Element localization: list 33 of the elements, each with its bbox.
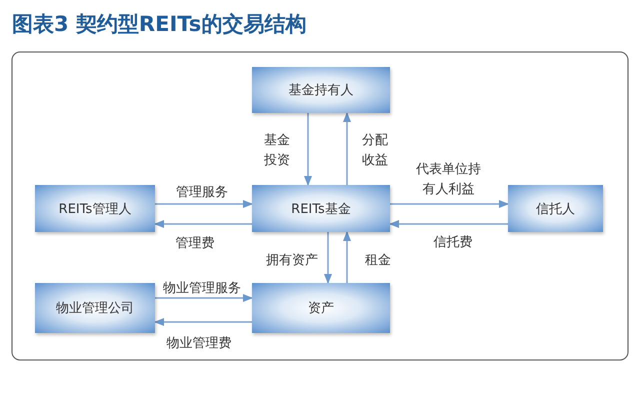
arrow [154, 318, 252, 326]
box-label: 资产 [308, 300, 334, 317]
box-label: 基金持有人 [288, 82, 354, 99]
box-label: 物业管理公司 [56, 300, 134, 317]
edge-label: 管理服务 [175, 184, 229, 202]
arrow [389, 220, 508, 228]
edge-label: 分配收益 [361, 132, 389, 170]
arrow [343, 231, 351, 283]
arrow [155, 200, 253, 208]
edge-label: 基金投资 [263, 132, 291, 170]
edge-label: 管理费 [174, 235, 216, 253]
process-box [252, 185, 390, 232]
arrow [343, 112, 351, 185]
process-box [508, 185, 603, 232]
edge-label: 租金 [364, 252, 392, 270]
box-label: REITs基金 [291, 200, 351, 218]
arrow [304, 113, 312, 186]
arrow [324, 232, 332, 284]
process-box [35, 185, 155, 232]
box-label: REITs管理人 [58, 200, 132, 218]
process-box [35, 283, 155, 333]
edge-label: 拥有资产 [265, 252, 319, 270]
arrow [154, 220, 252, 228]
title: 图表3 契约型REITs的交易结构 [12, 11, 306, 38]
edge-label: 物业管理服务 [162, 280, 242, 298]
arrow [155, 294, 253, 302]
process-box [252, 67, 390, 113]
edge-label: 物业管理费 [166, 335, 232, 353]
arrow [390, 200, 509, 208]
box-label: 信托人 [536, 200, 575, 218]
process-box [252, 283, 390, 333]
edge-label: 代表单位持有人利益 [414, 161, 482, 199]
edge-label: 信托费 [432, 234, 474, 252]
